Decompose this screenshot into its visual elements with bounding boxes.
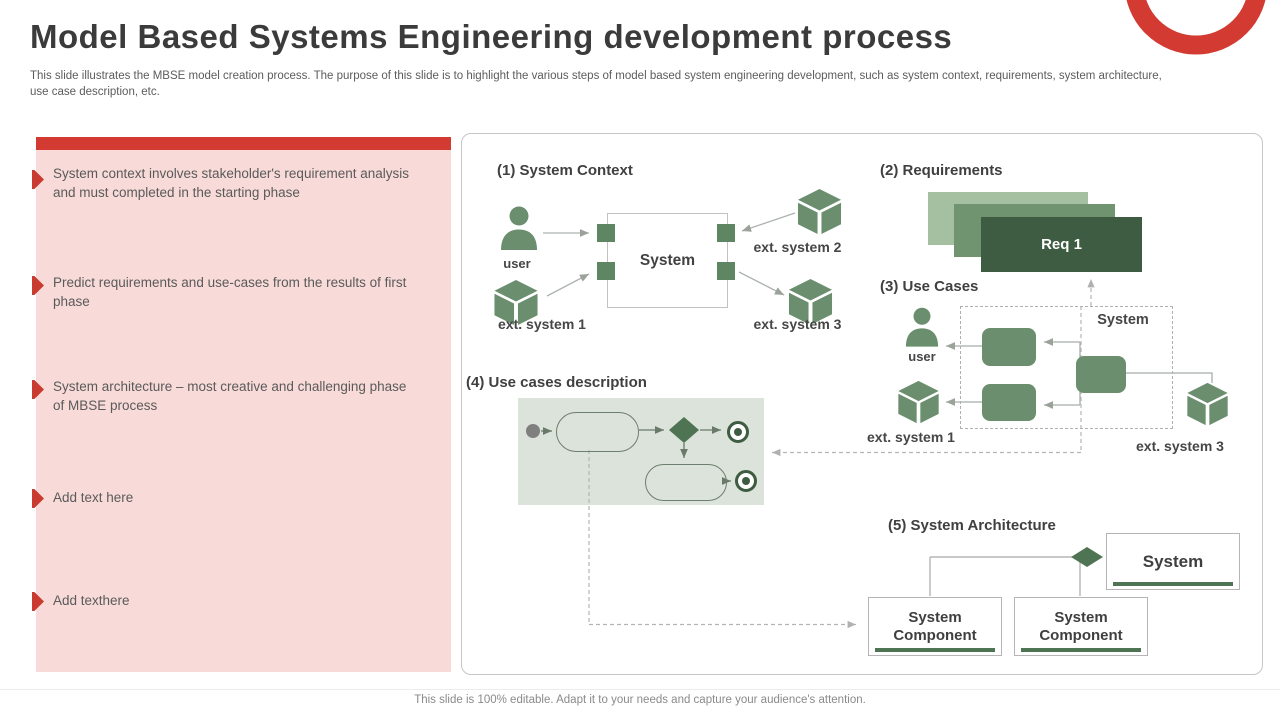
left-text-panel: System context involves stakeholder's re… — [32, 137, 451, 672]
red-ring-icon — [1126, 0, 1266, 55]
system-box-label: System — [639, 251, 696, 269]
slide-subtitle: This slide illustrates the MBSE model cr… — [30, 69, 1240, 100]
use-case-node — [982, 328, 1036, 366]
subtitle-line: use case description, etc. — [30, 85, 160, 98]
activity-capsule — [645, 464, 727, 501]
section-4-heading: (4) Use cases description — [466, 374, 647, 391]
architecture-component-box: System Component — [1014, 597, 1148, 656]
bullet-text: System architecture – most creative and … — [53, 379, 407, 413]
system-box: System — [607, 213, 728, 308]
bullet-text: System context involves stakeholder's re… — [53, 166, 409, 200]
ext-system-1-label: ext. system 1 — [867, 429, 955, 445]
section-1-heading: (1) System Context — [497, 162, 633, 179]
ext-system-cube-icon — [898, 380, 939, 424]
red-header-bar — [36, 137, 451, 150]
system-port — [597, 224, 615, 242]
box-underline — [1113, 582, 1233, 586]
req-label: Req 1 — [1041, 236, 1082, 253]
user-label: user — [908, 349, 936, 364]
user-label: user — [503, 256, 531, 271]
bullet-text: Predict requirements and use-cases from … — [53, 275, 407, 309]
ext-system-cube-icon — [494, 279, 538, 326]
use-case-node — [982, 384, 1036, 421]
end-node-icon — [735, 470, 757, 492]
start-node-icon — [526, 424, 540, 438]
ext-system-3-label: ext. system 3 — [1136, 438, 1224, 454]
architecture-system-label: System — [1142, 551, 1204, 571]
component-label: System Component — [893, 608, 977, 644]
box-underline — [875, 648, 995, 652]
subtitle-line: This slide illustrates the MBSE model cr… — [30, 70, 1162, 82]
box-underline — [1021, 648, 1141, 652]
user-icon — [905, 307, 939, 347]
slide-edge-divider — [0, 689, 1280, 690]
architecture-component-box: System Component — [868, 597, 1002, 656]
ext-system-cube-icon — [797, 189, 842, 234]
system-port — [717, 224, 735, 242]
bullet-text: Add text here — [53, 490, 134, 505]
section-3-heading: (3) Use Cases — [880, 278, 979, 295]
boundary-system-label: System — [1097, 312, 1149, 328]
page-title: Model Based Systems Engineering developm… — [30, 18, 953, 55]
ext-system-2-label: ext. system 2 — [753, 239, 842, 255]
ext-system-3-label: ext. system 3 — [753, 316, 842, 332]
ext-system-cube-icon — [788, 279, 833, 324]
architecture-system-box: System — [1106, 533, 1240, 590]
bullet-text: Add texthere — [53, 593, 130, 608]
requirement-card-front: Req 1 — [981, 217, 1142, 272]
user-icon — [501, 206, 537, 250]
system-port — [597, 262, 615, 280]
footer-note: This slide is 100% editable. Adapt it to… — [414, 694, 866, 706]
component-label: System Component — [1039, 608, 1123, 644]
decision-diamond-icon — [669, 417, 699, 443]
use-case-system-boundary — [960, 306, 1173, 429]
aggregation-diamond-icon — [1071, 547, 1103, 567]
section-2-heading: (2) Requirements — [880, 162, 1003, 179]
ext-system-1-label: ext. system 1 — [498, 316, 586, 332]
section-5-heading: (5) System Architecture — [888, 517, 1056, 534]
system-port — [717, 262, 735, 280]
ext-system-cube-icon — [1187, 382, 1228, 426]
end-node-icon — [727, 421, 749, 443]
use-case-node — [1076, 356, 1126, 393]
activity-capsule — [556, 412, 639, 452]
